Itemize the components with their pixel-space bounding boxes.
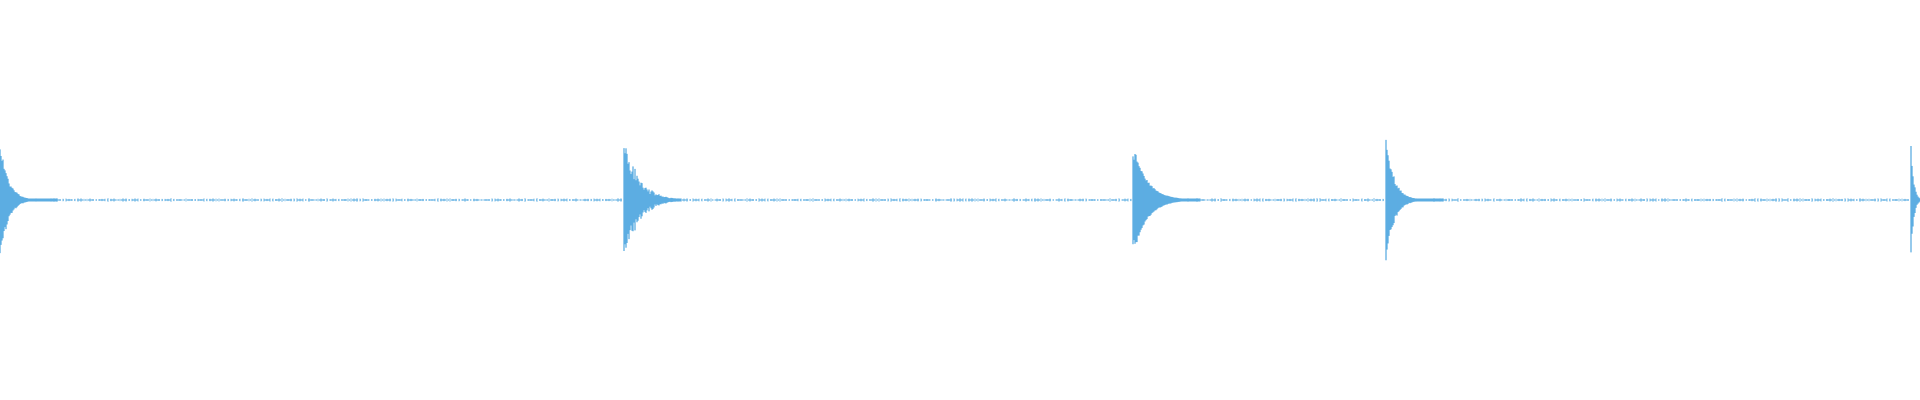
waveform-transient-5 — [1910, 145, 1920, 253]
waveform-transient-2 — [623, 148, 682, 252]
waveform-noise-floor — [0, 198, 1918, 202]
waveform-transient-4 — [1385, 139, 1444, 261]
waveform-transient-3 — [1132, 154, 1200, 245]
waveform-transient-1 — [0, 149, 58, 254]
waveform-layer — [0, 139, 1920, 261]
